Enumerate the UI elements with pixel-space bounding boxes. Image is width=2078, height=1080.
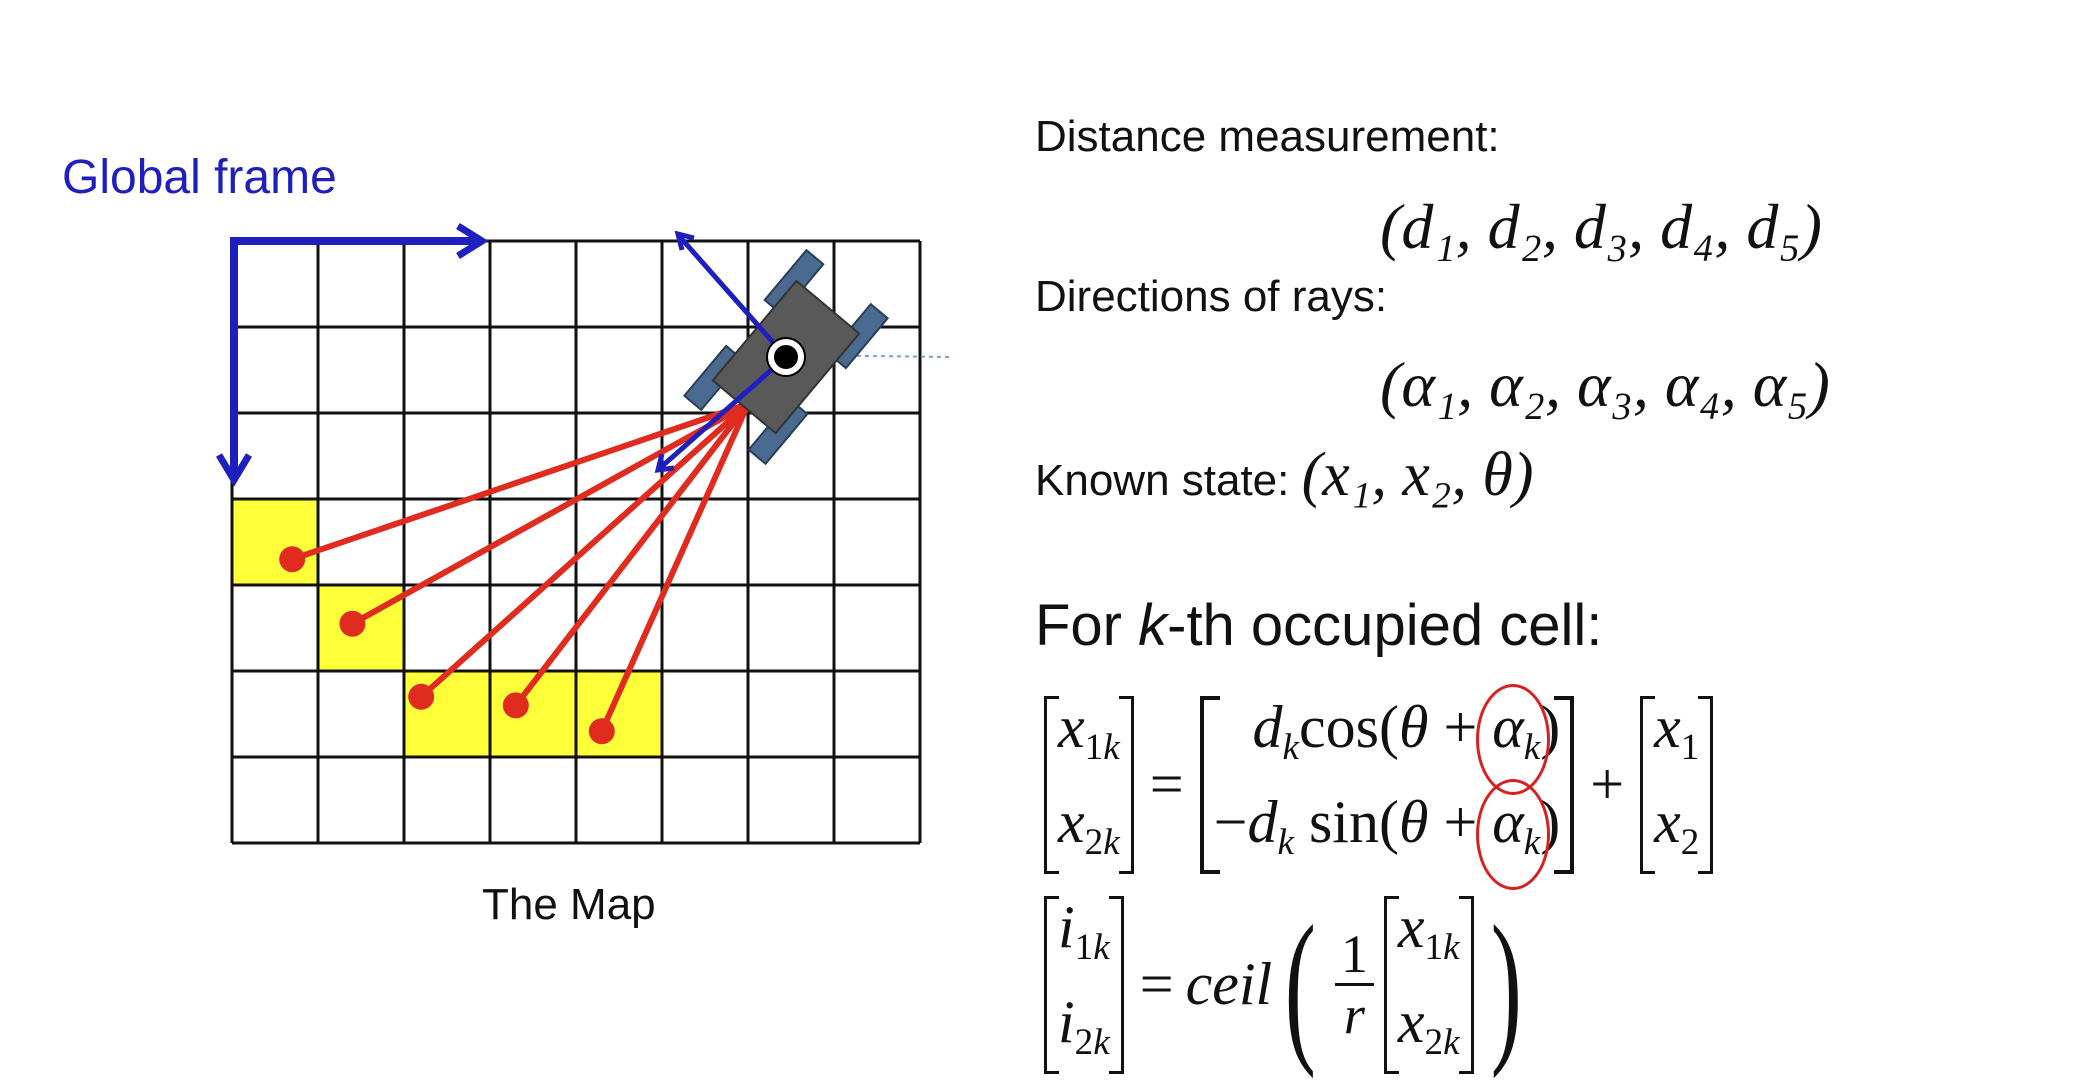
map-caption: The Map xyxy=(482,880,656,929)
alpha-k-circle: αk xyxy=(1476,778,1551,890)
global-frame-label: Global frame xyxy=(62,151,337,204)
resolution-fraction: 1 r xyxy=(1334,925,1374,1044)
ray-2 xyxy=(349,401,751,627)
alpha-k-circle: αk xyxy=(1476,684,1551,795)
occupied-cell-3 xyxy=(404,671,490,757)
distance-tuple: (d₁, d₂, d₃, d₄, d₅) xyxy=(1380,191,1822,262)
ray-hit-point-5 xyxy=(588,718,615,745)
distance-measurement-label: Distance measurement: xyxy=(1035,112,1500,161)
ray-hit-point-2 xyxy=(339,610,366,637)
sensor-rays xyxy=(279,401,751,745)
ceil-function: ceil xyxy=(1185,951,1273,1018)
directions-label: Directions of rays: xyxy=(1035,272,1388,321)
ray-hit-point-4 xyxy=(502,692,529,719)
world-vector: x1k x2k xyxy=(1383,890,1474,1080)
occupied-cell-1 xyxy=(232,499,318,585)
occupied-cell-5 xyxy=(576,671,662,757)
cell-index-equation: i1k i2k = ceil ( 1 r x1k x2k ) xyxy=(1040,890,1534,1080)
ray-1 xyxy=(289,401,751,563)
ray-hit-point-1 xyxy=(279,546,306,573)
directions-tuple: (α₁, α₂, α₃, α₄, α₅) xyxy=(1380,349,1830,420)
robot-x-axis-arrow xyxy=(678,235,788,359)
world-coordinate-equation: x1k x2k = dkcos(θ + αk) −dk sin(θ + αk) … xyxy=(1040,684,1717,890)
known-state-tuple: (x₁, x₂, θ) xyxy=(1301,441,1534,509)
known-state-label: Known state: xyxy=(1035,456,1290,505)
ray-3 xyxy=(418,401,751,700)
rhs-vector: dkcos(θ + αk) −dk sin(θ + αk) xyxy=(1199,684,1575,890)
robot xyxy=(654,230,890,473)
lhs-vector: x1k x2k xyxy=(1044,690,1134,880)
index-vector: i1k i2k xyxy=(1044,890,1124,1080)
known-state-row: Known state: (x₁, x₂, θ) xyxy=(1035,440,1534,511)
map-grid xyxy=(230,239,922,845)
ray-5 xyxy=(598,401,751,735)
robot-position-vector: x1 x2 xyxy=(1640,690,1714,880)
ray-hit-point-3 xyxy=(408,683,435,710)
global-frame-axes xyxy=(215,223,489,487)
occupied-cell-heading: For k-th occupied cell: xyxy=(1035,593,1603,658)
robot-y-axis-arrow xyxy=(658,355,788,470)
ray-4 xyxy=(512,401,751,709)
